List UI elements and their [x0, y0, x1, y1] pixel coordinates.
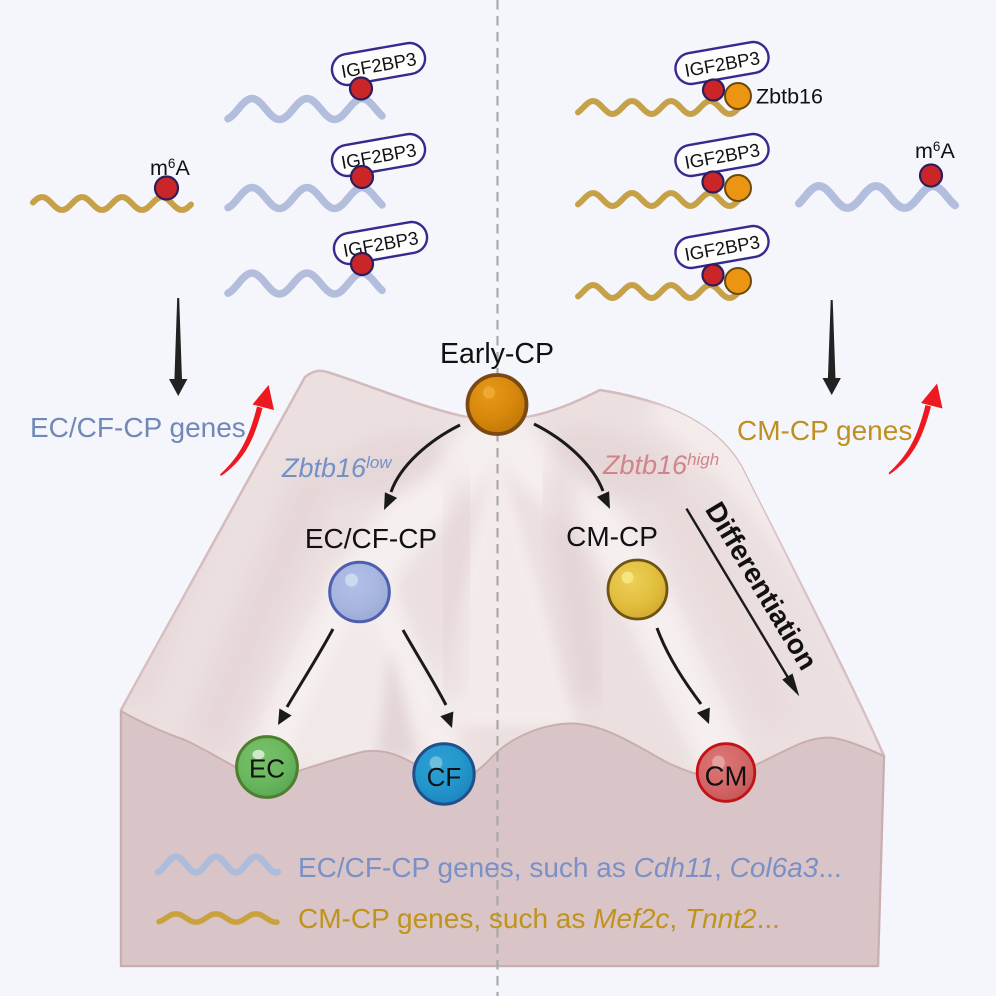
svg-text:Zbtb16low: Zbtb16low — [281, 453, 393, 483]
svg-text:Zbtb16: Zbtb16 — [756, 85, 823, 109]
svg-text:CM-CP genes, such as Mef2c, Tn: CM-CP genes, such as Mef2c, Tnnt2... — [298, 903, 780, 934]
svg-text:CM-CP genes: CM-CP genes — [737, 415, 912, 446]
svg-text:Early-CP: Early-CP — [440, 338, 554, 370]
svg-text:EC/CF-CP genes, such as Cdh11,: EC/CF-CP genes, such as Cdh11, Col6a3... — [298, 852, 842, 883]
svg-text:CF: CF — [427, 762, 462, 792]
svg-text:EC/CF-CP genes: EC/CF-CP genes — [30, 412, 246, 443]
svg-text:EC: EC — [249, 754, 285, 784]
svg-text:EC/CF-CP: EC/CF-CP — [305, 523, 437, 554]
svg-text:m6A: m6A — [915, 139, 955, 163]
svg-text:CM: CM — [705, 761, 748, 792]
svg-text:m6A: m6A — [150, 156, 190, 180]
svg-text:CM-CP: CM-CP — [566, 521, 658, 552]
